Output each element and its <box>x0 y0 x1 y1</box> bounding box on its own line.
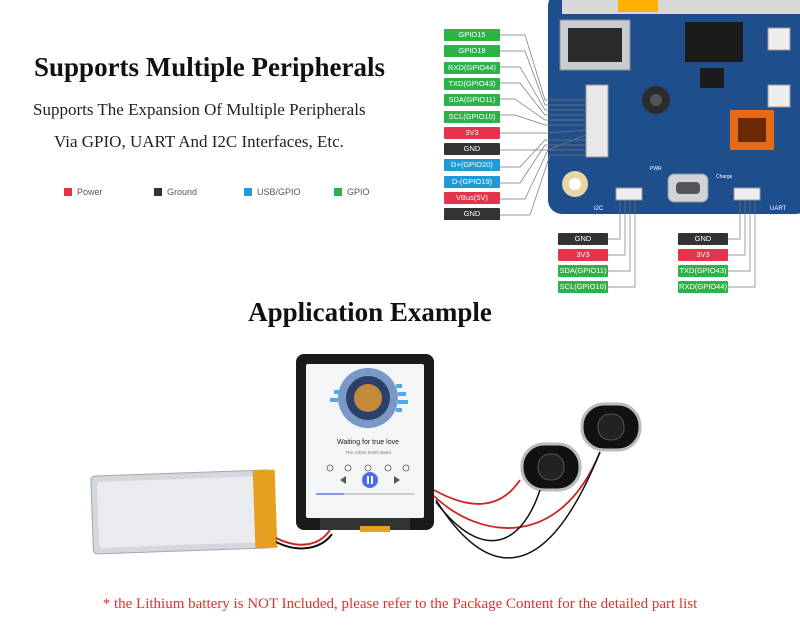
usb-swatch <box>244 188 252 196</box>
speaker-wire <box>435 451 601 559</box>
battery <box>90 469 278 555</box>
screen-edge <box>562 0 800 14</box>
pin-label: SCL(GPIO10) <box>444 110 500 123</box>
pin-label: GND <box>678 233 728 245</box>
uart-connector <box>733 187 761 201</box>
legend: Power Ground USB/GPIO GPIO <box>64 187 424 197</box>
legend-item-power: Power <box>64 187 154 197</box>
more-icon <box>402 464 410 472</box>
equalizer-ring <box>330 384 408 412</box>
pin-label: SCL(GPIO10) <box>558 281 608 293</box>
speaker-left <box>520 442 582 492</box>
song-artist: The Johns Smith Band <box>345 450 391 455</box>
speaker-wire <box>435 489 541 542</box>
like-icon <box>326 464 334 472</box>
pin-label: 3V3 <box>444 126 500 139</box>
pin-label: GND <box>444 143 500 156</box>
speaker-wire <box>433 479 521 505</box>
pin-label: TXD(GPIO43) <box>678 265 728 277</box>
page-title: Supports Multiple Peripherals <box>34 52 386 82</box>
i2c-connector <box>615 187 643 201</box>
silk-i2c: I2C <box>594 206 604 212</box>
board-illustration: I2C UART PWR Charge <box>500 0 800 288</box>
share-icon <box>384 464 392 472</box>
usb-c-port-inner <box>676 182 700 194</box>
pin-label: GND <box>444 208 500 221</box>
small-chip <box>700 68 724 88</box>
leader-lines <box>500 34 756 288</box>
legend-label: USB/GPIO <box>257 187 301 197</box>
side-connector <box>767 84 791 108</box>
legend-label: GPIO <box>347 187 370 197</box>
song-title: Waiting for true love <box>337 439 399 446</box>
pin-label: RXD(GPIO44) <box>678 281 728 293</box>
pin-label: 3V3 <box>678 249 728 261</box>
download-icon <box>364 464 372 472</box>
section-title: Application Example <box>248 297 492 327</box>
previous-icon <box>340 476 346 484</box>
pin-label: GND <box>558 233 608 245</box>
pin-label: GPIO18 <box>444 45 500 58</box>
battery-wire-black <box>275 533 333 550</box>
side-connector <box>767 27 791 51</box>
legend-label: Ground <box>167 187 198 197</box>
power-swatch <box>64 188 72 196</box>
mount-hole-center <box>569 178 581 190</box>
pause-icon <box>362 472 378 488</box>
ffc-connector <box>618 0 658 12</box>
pin-label: D-(GPIO19) <box>444 175 500 188</box>
pin-label: 3V3 <box>558 249 608 261</box>
silk-pwr: PWR <box>650 166 662 172</box>
subtitle-line-2: Via GPIO, UART And I2C Interfaces, Etc. <box>54 132 344 151</box>
sd-card-slot-inner <box>568 28 622 62</box>
silk-uart: UART <box>770 206 787 212</box>
footnote: * the Lithium battery is NOT Included, p… <box>102 596 698 612</box>
subtitle-line-1: Supports The Expansion Of Multiple Perip… <box>33 100 366 119</box>
ground-swatch <box>154 188 162 196</box>
pin-label: SDA(GPIO11) <box>444 94 500 107</box>
pin-label: VBus(5V) <box>444 192 500 204</box>
pin-label: SDA(GPIO11) <box>558 265 608 277</box>
pin-label: TXD(GPIO43) <box>444 77 500 90</box>
playlist-icon <box>344 464 352 472</box>
ic-chip <box>685 22 743 62</box>
gpio-swatch <box>334 188 342 196</box>
amber-module-core <box>738 118 766 142</box>
pin-label: D+(GPIO20) <box>444 159 500 172</box>
speaker-right <box>580 402 642 452</box>
pin-header <box>585 84 609 158</box>
pin-label: RXD(GPIO44) <box>444 61 500 74</box>
device: Waiting for true love The Johns Smith Ba… <box>296 354 434 532</box>
pin-label: GPIO15 <box>444 29 500 41</box>
inductor-core <box>650 94 662 106</box>
legend-item-usb-gpio: USB/GPIO <box>244 187 334 197</box>
next-icon <box>394 476 400 484</box>
battery-wire-red <box>275 529 331 546</box>
legend-item-gpio: GPIO <box>334 187 424 197</box>
legend-label: Power <box>77 187 103 197</box>
silk-charge: Charge <box>716 174 733 180</box>
legend-item-ground: Ground <box>154 187 244 197</box>
application-illustration: Waiting for true love The Johns Smith Ba… <box>90 354 642 559</box>
